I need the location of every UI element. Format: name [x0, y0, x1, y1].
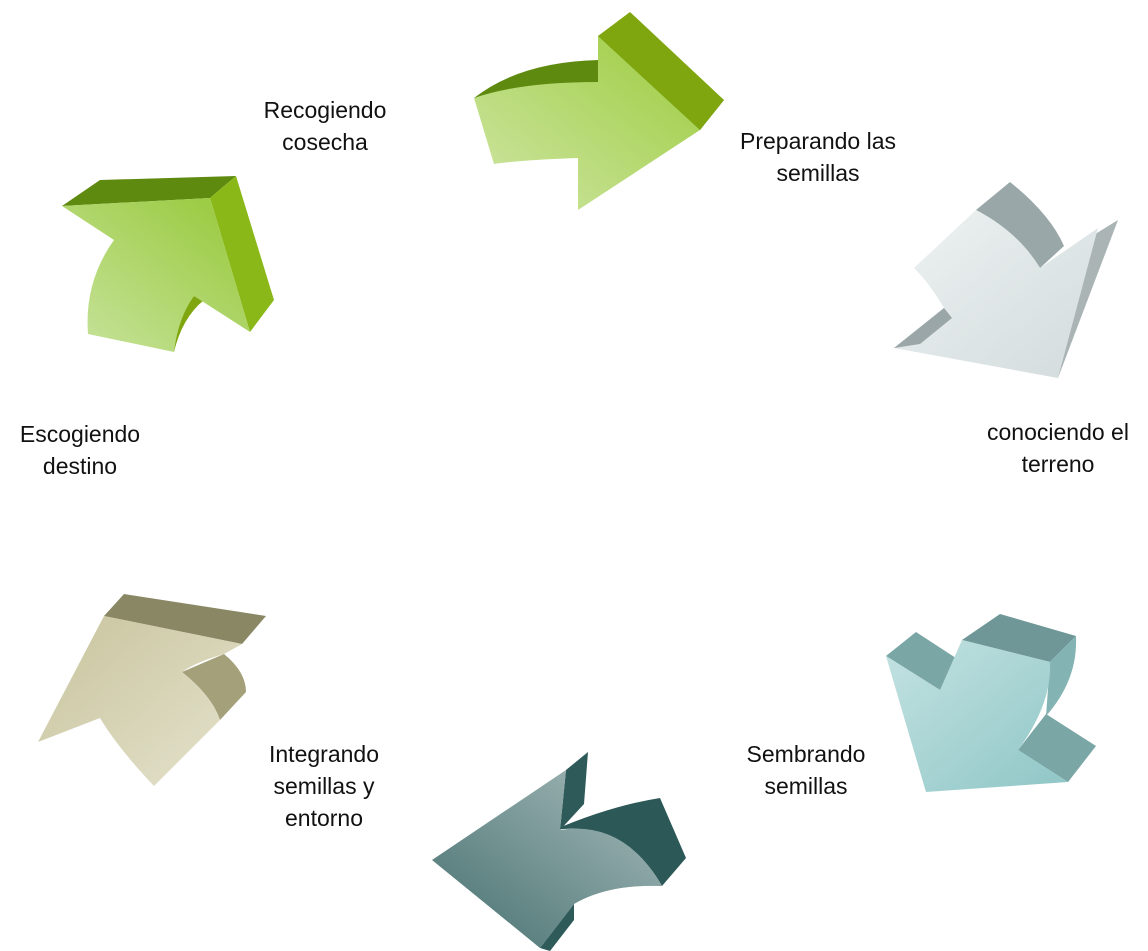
arrow-sembrando	[886, 614, 1096, 792]
arrow-escogiendo	[38, 594, 266, 786]
arrow-integrando	[432, 752, 686, 951]
label-conociendo-terreno: conociendo el terreno	[987, 419, 1129, 477]
label-recogiendo-cosecha: Recogiendo cosecha	[263, 97, 387, 155]
arrow-conociendo	[894, 182, 1118, 378]
label-preparando-semillas: Preparando las semillas	[740, 128, 896, 186]
label-integrando-semillas: Integrando semillas y entorno	[269, 741, 379, 831]
arrow-preparando	[474, 12, 724, 210]
label-sembrando-semillas: Sembrando semillas	[746, 741, 866, 799]
label-escogiendo-destino: Escogiendo destino	[19, 421, 141, 479]
arrow-recogiendo	[62, 176, 274, 352]
